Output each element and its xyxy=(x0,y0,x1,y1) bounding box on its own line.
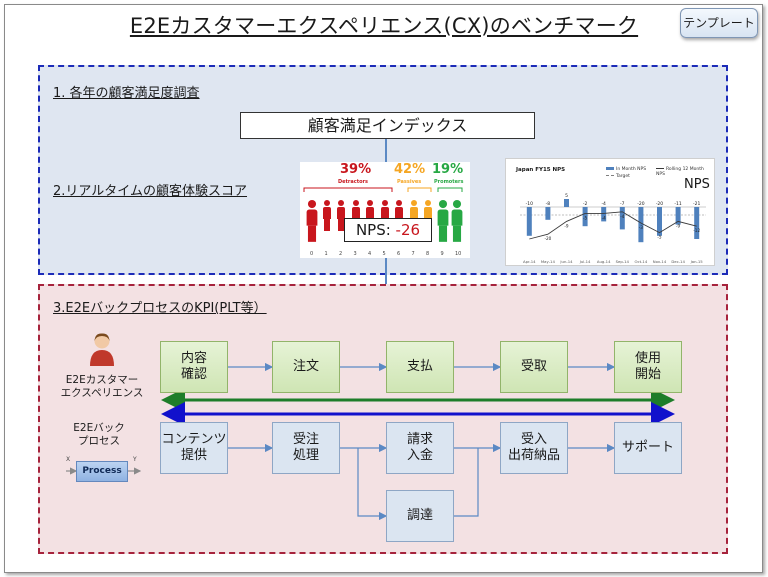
scale-tick: 3 xyxy=(353,251,357,257)
bar-label: -8 xyxy=(546,201,551,207)
step-content-provide: コンテンツ 提供 xyxy=(160,422,228,474)
scale-tick: 4 xyxy=(368,251,372,257)
chart-nps-label: NPS xyxy=(684,177,710,192)
scale-tick: 9 xyxy=(440,251,444,257)
scale-tick: 10 xyxy=(455,251,462,257)
line-label: -3 xyxy=(639,225,644,230)
x-label: X xyxy=(66,456,71,463)
line-label: -9 xyxy=(564,223,569,228)
chart-title: Japan FY15 NPS xyxy=(516,167,566,173)
x-tick-label: Jan-15 xyxy=(690,259,704,264)
process-badge: Process xyxy=(76,461,128,482)
person-figure xyxy=(306,200,318,243)
line-label: -5 xyxy=(583,215,588,220)
page-title: E2Eカスタマーエクスペリエンス(CX)のベンチマーク xyxy=(129,14,639,38)
step-order: 注文 xyxy=(272,341,340,393)
bar-label: -20 xyxy=(637,201,644,207)
step-order-process: 受注 処理 xyxy=(272,422,340,474)
nps-bar xyxy=(694,207,700,239)
step-receive: 受取 xyxy=(500,341,568,393)
scale-tick: 8 xyxy=(426,251,430,257)
nps-bar xyxy=(582,207,588,227)
nps-bar xyxy=(638,207,644,243)
bar-label: -7 xyxy=(620,201,625,207)
legend-rolling: Rolling 12 Month NPS xyxy=(656,167,704,177)
legend-in-month: In Month NPS xyxy=(606,167,646,172)
promoters-label: Promoters xyxy=(434,179,464,185)
scale-tick: 6 xyxy=(397,251,401,257)
nps-brackets xyxy=(303,187,463,192)
realtime-score-label: 2.リアルタイムの顧客体験スコア xyxy=(53,184,248,199)
bar-label: -11 xyxy=(674,201,681,207)
bar-label: -20 xyxy=(656,201,663,207)
bar-label: 5 xyxy=(565,193,568,199)
step-start-use: 使用 開始 xyxy=(614,341,682,393)
line-label: -20 xyxy=(544,236,551,241)
x-tick-label: May-14 xyxy=(541,259,556,264)
detractors-percent: 39% xyxy=(340,162,372,177)
passives-percent: 42% xyxy=(394,162,426,177)
nps-people-graphic: 39% Detractors 42% Passives 19% Promoter… xyxy=(300,162,470,258)
bar-label: -10 xyxy=(526,201,533,207)
rolling-line xyxy=(529,211,697,240)
x-tick-label: Nov-14 xyxy=(653,259,667,264)
promoters-percent: 19% xyxy=(432,162,464,177)
scale-tick: 2 xyxy=(339,251,343,257)
bar-label: -21 xyxy=(693,201,700,207)
nps-score-box: NPS: -26 xyxy=(344,218,432,242)
nps-chart-card: Japan FY15 NPS In Month NPS Rolling 12 M… xyxy=(505,158,715,266)
scale-tick: 0 xyxy=(310,251,314,257)
step-payment: 支払 xyxy=(386,341,454,393)
nps-bar xyxy=(564,199,569,207)
nps-bar xyxy=(526,207,532,236)
person-figure xyxy=(451,200,463,243)
detractors-label: Detractors xyxy=(338,179,369,185)
person-figure xyxy=(337,200,345,232)
survey-section-label: 1. 各年の顧客満足度調査 xyxy=(53,86,200,101)
x-tick-label: Oct-14 xyxy=(635,259,648,264)
person-figure xyxy=(437,200,448,243)
nps-bar xyxy=(619,207,625,230)
legend-target: Target xyxy=(606,174,630,179)
x-tick-label: Sep-14 xyxy=(616,259,630,264)
step-receiving-shipping: 受入 出荷納品 xyxy=(500,422,568,474)
nps-value: -26 xyxy=(395,221,421,239)
template-button[interactable]: テンプレート xyxy=(680,8,758,38)
kpi-section-label: 3.E2EバックプロセスのKPI(PLT等） xyxy=(53,301,267,316)
scale-tick: 1 xyxy=(324,251,328,257)
x-tick-label: Aug-14 xyxy=(597,259,611,264)
nps-bar xyxy=(545,207,551,220)
step-procurement: 調達 xyxy=(386,490,454,542)
nps-bar xyxy=(675,207,681,225)
bar-label: -2 xyxy=(583,201,588,207)
x-tick-label: Jun-14 xyxy=(559,259,573,264)
bp-side-label: E2Eバック プロセス xyxy=(73,422,125,448)
nps-prefix: NPS: xyxy=(355,221,396,239)
line-label: -9 xyxy=(676,223,681,228)
bar-label: -4 xyxy=(601,201,606,207)
line-label: -4 xyxy=(602,215,607,220)
scale-tick: 5 xyxy=(382,251,386,257)
x-tick-label: Jul-14 xyxy=(579,259,591,264)
x-tick-label: Dec-14 xyxy=(671,259,685,264)
scale-tick: 7 xyxy=(411,251,415,257)
line-label: -12 xyxy=(693,228,700,233)
passives-label: Passives xyxy=(397,179,422,185)
step-billing: 請求 入金 xyxy=(386,422,454,474)
step-content-check: 内容 確認 xyxy=(160,341,228,393)
customer-icon xyxy=(90,333,114,366)
step-support: サポート xyxy=(614,422,682,474)
person-figure xyxy=(322,200,331,232)
customer-satisfaction-index-box: 顧客満足インデックス xyxy=(240,112,535,139)
y-label: Y xyxy=(133,456,137,463)
x-tick-label: Apr-14 xyxy=(523,259,536,264)
line-label: -5 xyxy=(657,235,662,240)
nps-bar xyxy=(657,207,662,236)
nps-bar xyxy=(601,207,607,222)
cx-side-label: E2Eカスタマー エクスペリエンス xyxy=(60,374,144,400)
connector-line-top xyxy=(385,139,387,162)
line-label: -4 xyxy=(620,214,625,219)
